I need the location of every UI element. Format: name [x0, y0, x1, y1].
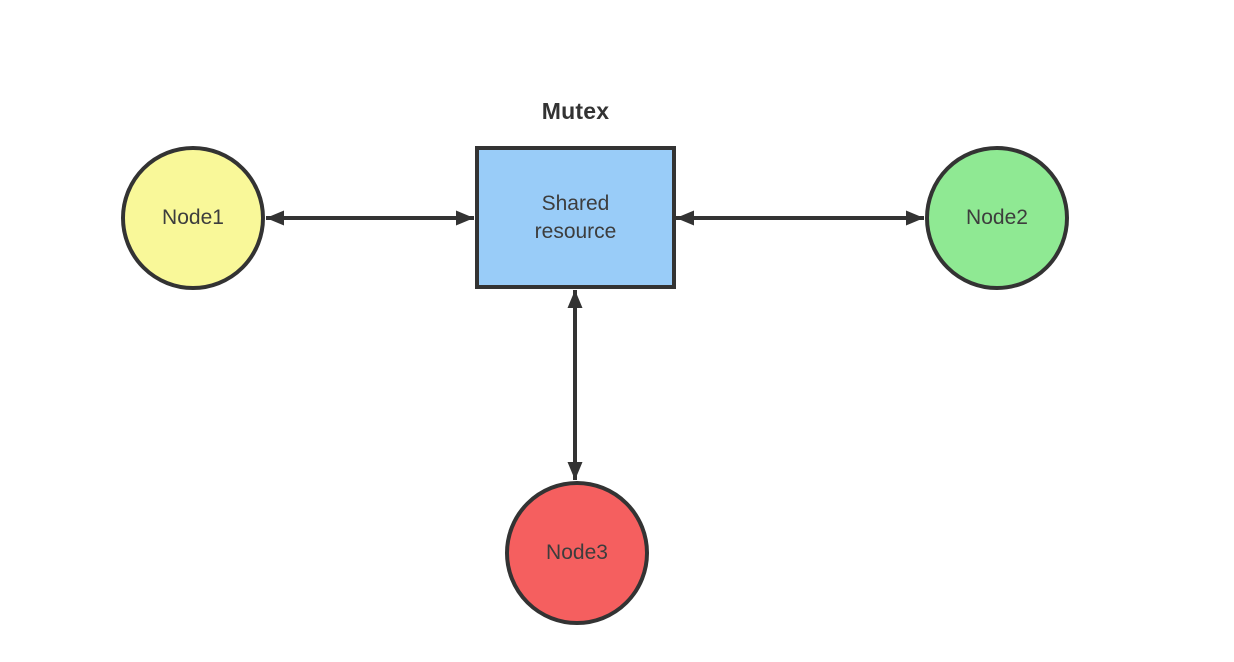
node2-label: Node2	[966, 206, 1028, 229]
node1-circle: Node1	[121, 146, 265, 290]
shared-resource-label: Shared resource	[534, 191, 617, 243]
node3-label: Node3	[546, 541, 608, 564]
node2-circle: Node2	[925, 146, 1069, 290]
node1-label: Node1	[162, 206, 224, 229]
shared-resource-box: Shared resource	[475, 146, 676, 289]
node3-circle: Node3	[505, 481, 649, 625]
mutex-title: Mutex	[541, 98, 610, 124]
